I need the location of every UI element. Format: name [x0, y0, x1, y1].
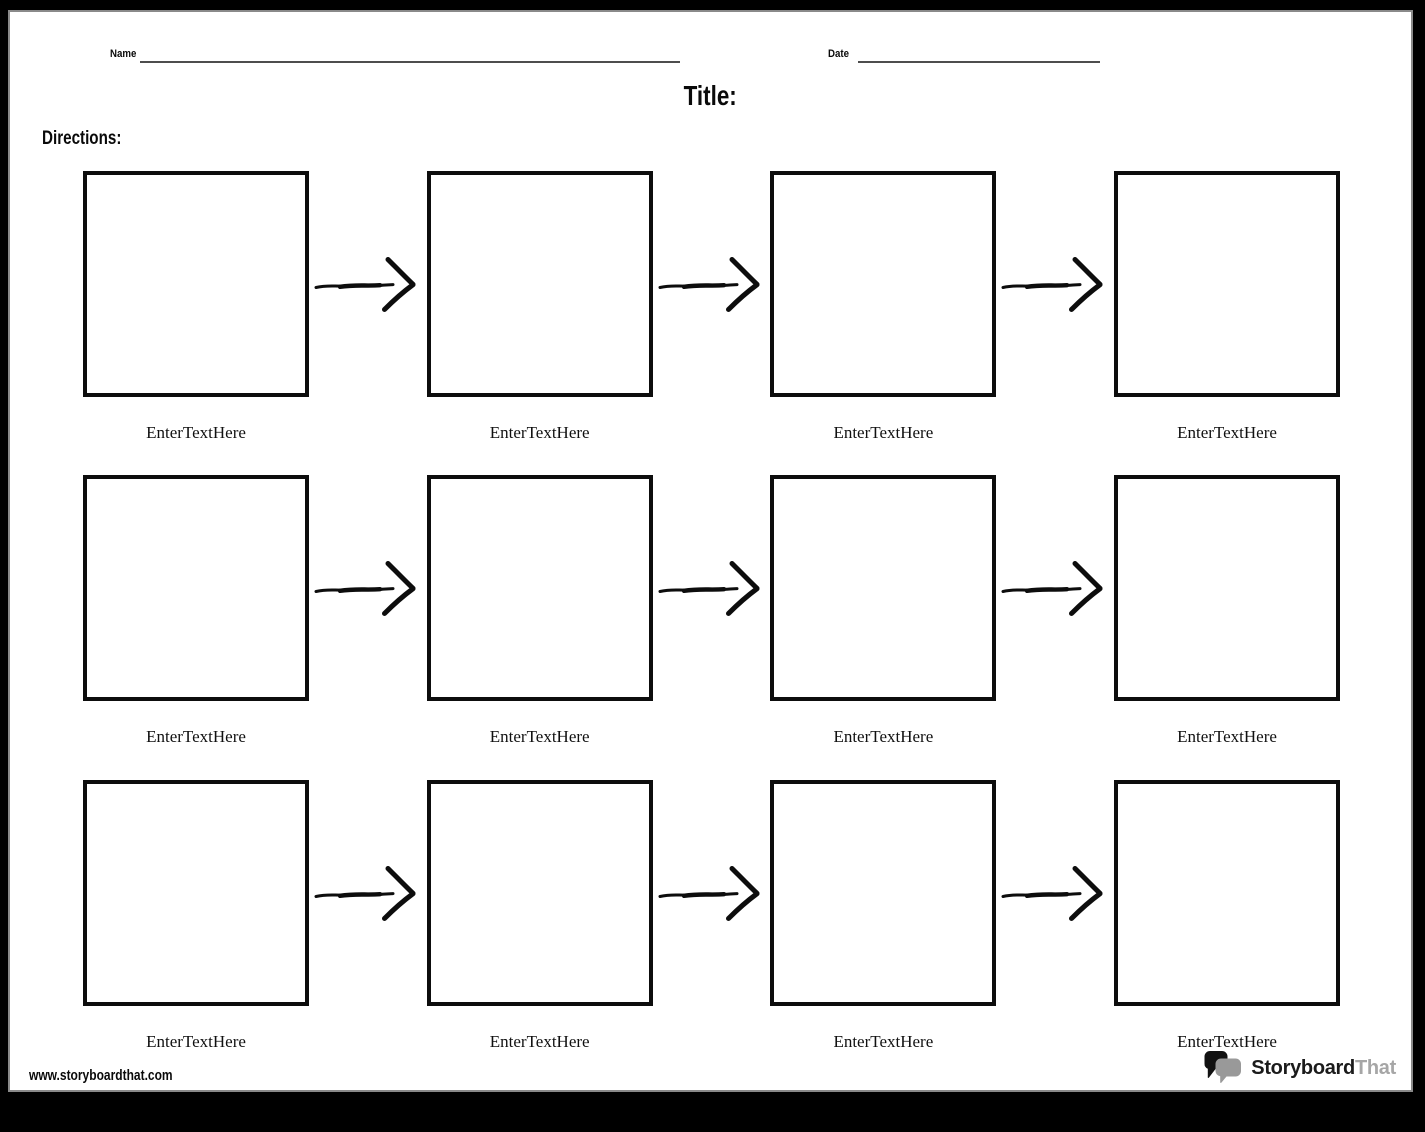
flow-box-label[interactable]: EnterTextHere	[146, 727, 246, 746]
title-label: Title:	[683, 80, 738, 111]
logo-text: StoryboardThat	[1251, 1057, 1396, 1080]
hand-drawn-arrow-icon	[653, 780, 771, 1006]
date-write-line	[858, 61, 1100, 63]
flow-box-label[interactable]: EnterTextHere	[833, 727, 934, 746]
hand-drawn-arrow-icon	[996, 780, 1114, 1006]
flow-cell: EnterTextHere	[426, 475, 653, 747]
flow-box[interactable]	[83, 171, 309, 397]
flow-cell: EnterTextHere	[1114, 475, 1341, 747]
flow-box[interactable]	[426, 171, 653, 397]
flow-box-label[interactable]: EnterTextHere	[489, 423, 590, 442]
logo-text-secondary: That	[1354, 1056, 1396, 1079]
flow-cell: EnterTextHere	[83, 780, 309, 1052]
name-label: Name	[110, 48, 137, 60]
flow-box-label[interactable]: EnterTextHere	[1177, 423, 1277, 442]
flow-box-label[interactable]: EnterTextHere	[833, 423, 934, 442]
flow-box-label[interactable]: EnterTextHere	[146, 423, 246, 442]
flow-box-label[interactable]: EnterTextHere	[833, 1032, 934, 1051]
flow-box-label[interactable]: EnterTextHere	[1177, 1032, 1277, 1051]
speech-bubbles-icon	[1204, 1051, 1242, 1083]
flow-cell: EnterTextHere	[770, 780, 997, 1052]
flow-box[interactable]	[1114, 475, 1341, 701]
website-url: www.storyboardthat.com	[29, 1067, 173, 1084]
flow-cell: EnterTextHere	[770, 475, 997, 747]
flow-row-2: EnterTextHere EnterTextHere EnterTextHer…	[83, 475, 1341, 747]
hand-drawn-arrow-icon	[653, 475, 771, 701]
hand-drawn-arrow-icon	[309, 171, 427, 397]
worksheet-page: Name Date Title: Directions: EnterTextHe…	[8, 10, 1413, 1092]
hand-drawn-arrow-icon	[309, 475, 427, 701]
flow-box[interactable]	[1114, 171, 1341, 397]
flow-cell: EnterTextHere	[1114, 171, 1341, 443]
hand-drawn-arrow-icon	[996, 475, 1114, 701]
flow-cell: EnterTextHere	[1114, 780, 1341, 1052]
flow-box-label[interactable]: EnterTextHere	[146, 1032, 246, 1051]
flow-box[interactable]	[83, 475, 309, 701]
flow-box[interactable]	[426, 780, 653, 1006]
flow-cell: EnterTextHere	[83, 171, 309, 443]
flow-cell: EnterTextHere	[770, 171, 997, 443]
directions-label: Directions:	[42, 128, 122, 149]
flow-cell: EnterTextHere	[426, 171, 653, 443]
flow-box[interactable]	[426, 475, 653, 701]
title-heading: Title:	[10, 80, 1411, 112]
hand-drawn-arrow-icon	[309, 780, 427, 1006]
flow-box[interactable]	[770, 171, 997, 397]
flow-box-label[interactable]: EnterTextHere	[489, 1032, 590, 1051]
flow-box[interactable]	[83, 780, 309, 1006]
storyboardthat-logo: StoryboardThat	[1204, 1050, 1396, 1086]
flow-box-label[interactable]: EnterTextHere	[489, 727, 590, 746]
flow-cell: EnterTextHere	[83, 475, 309, 747]
flow-box[interactable]	[1114, 780, 1341, 1006]
date-label: Date	[828, 48, 849, 60]
logo-text-primary: Storyboard	[1251, 1056, 1355, 1079]
flow-box-label[interactable]: EnterTextHere	[1177, 727, 1277, 746]
flow-row-3: EnterTextHere EnterTextHere EnterTextHer…	[83, 780, 1341, 1052]
flow-box[interactable]	[770, 780, 997, 1006]
name-write-line	[140, 61, 680, 63]
flow-box[interactable]	[770, 475, 997, 701]
hand-drawn-arrow-icon	[653, 171, 771, 397]
flow-cell: EnterTextHere	[426, 780, 653, 1052]
hand-drawn-arrow-icon	[996, 171, 1114, 397]
flow-row-1: EnterTextHere EnterTextHere EnterTextHer…	[83, 171, 1341, 443]
